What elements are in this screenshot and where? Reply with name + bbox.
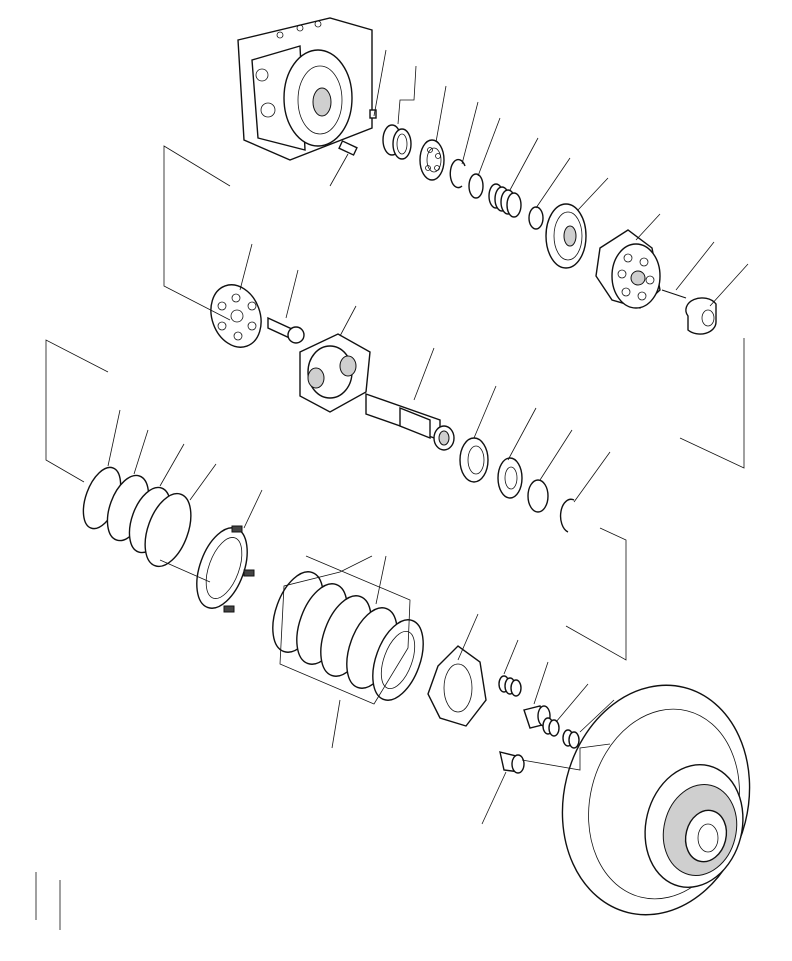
spherical-bushing bbox=[685, 297, 717, 335]
spring-4 bbox=[562, 729, 580, 749]
brake-disc-pack bbox=[272, 571, 424, 701]
pin-long bbox=[661, 289, 687, 299]
ring-set bbox=[82, 466, 192, 568]
cylinder-block bbox=[595, 229, 661, 309]
seal-ring-pair bbox=[382, 124, 412, 160]
washer-1 bbox=[528, 206, 544, 230]
brake-retainer bbox=[196, 525, 255, 613]
spring-3 bbox=[542, 717, 560, 737]
drive-shaft bbox=[365, 393, 455, 451]
group-brackets bbox=[45, 145, 745, 661]
retainer-plate bbox=[210, 284, 262, 348]
bearing-3 bbox=[497, 457, 523, 499]
pin-small bbox=[369, 109, 377, 119]
spring-plate bbox=[427, 645, 487, 727]
dowel-pin bbox=[338, 140, 358, 156]
snap-ring-2 bbox=[559, 498, 575, 533]
leader-lines bbox=[107, 49, 749, 825]
o-ring-2 bbox=[527, 479, 549, 513]
motor-housing bbox=[237, 17, 373, 161]
snap-ring-1 bbox=[449, 158, 466, 189]
bearing-2 bbox=[459, 437, 489, 483]
cradle bbox=[299, 333, 371, 413]
spring-2 bbox=[498, 675, 522, 697]
hub-housing bbox=[561, 684, 751, 916]
plug-fitting bbox=[499, 751, 525, 774]
swash-plate bbox=[545, 203, 587, 269]
margin-marks bbox=[35, 872, 61, 930]
spring-1 bbox=[488, 183, 522, 218]
o-ring-1 bbox=[468, 173, 484, 199]
bearing-1 bbox=[419, 139, 445, 181]
piston bbox=[267, 316, 305, 344]
